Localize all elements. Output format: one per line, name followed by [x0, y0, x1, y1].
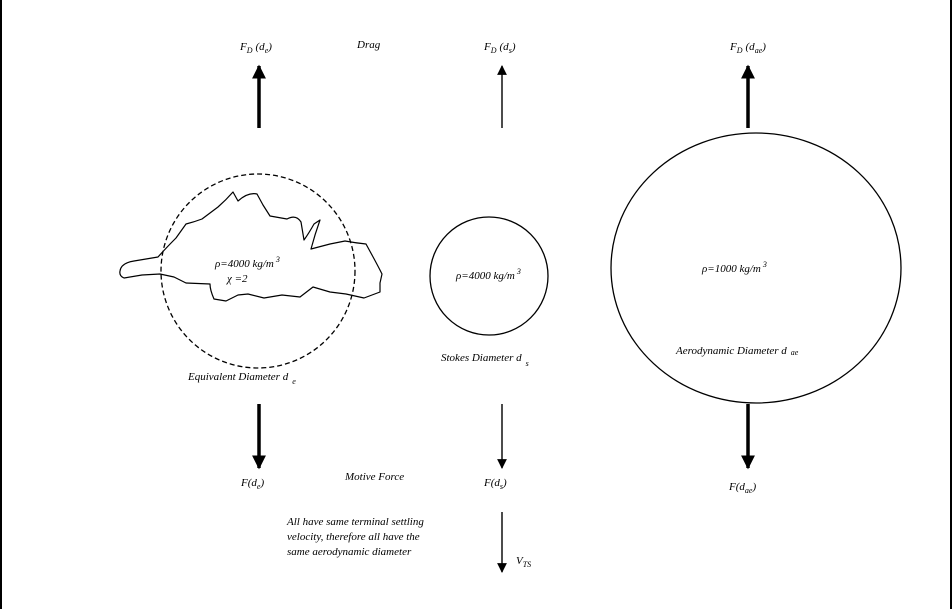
aerodynamic-sphere-circle — [610, 132, 902, 404]
equivalent-sphere-circle — [160, 173, 356, 369]
drag-force-label-equivalent: FD(de) — [239, 41, 272, 55]
terminal-velocity-label: VTS — [516, 555, 531, 569]
settling-note-line-2: velocity, therefore all have the — [287, 531, 420, 543]
motive-force-label: Motive Force — [344, 471, 404, 483]
drag-force-label-stokes: FD(ds) — [483, 41, 516, 55]
particle-1-shape-factor: χ =2 — [226, 273, 248, 285]
settling-note-line-3: same aerodynamic diameter — [287, 546, 412, 558]
motive-force-label-equivalent: F(de) — [240, 477, 264, 491]
drag-label: Drag — [356, 39, 381, 51]
irregular-particle-outline — [119, 191, 383, 302]
drag-force-label-aerodynamic: FD(dae) — [729, 41, 766, 55]
stokes-sphere-circle — [429, 216, 549, 336]
motive-force-label-aerodynamic: F(dae) — [728, 481, 756, 495]
settling-note-line-1: All have same terminal settling — [286, 516, 424, 528]
motive-force-label-stokes: F(ds) — [483, 477, 507, 491]
